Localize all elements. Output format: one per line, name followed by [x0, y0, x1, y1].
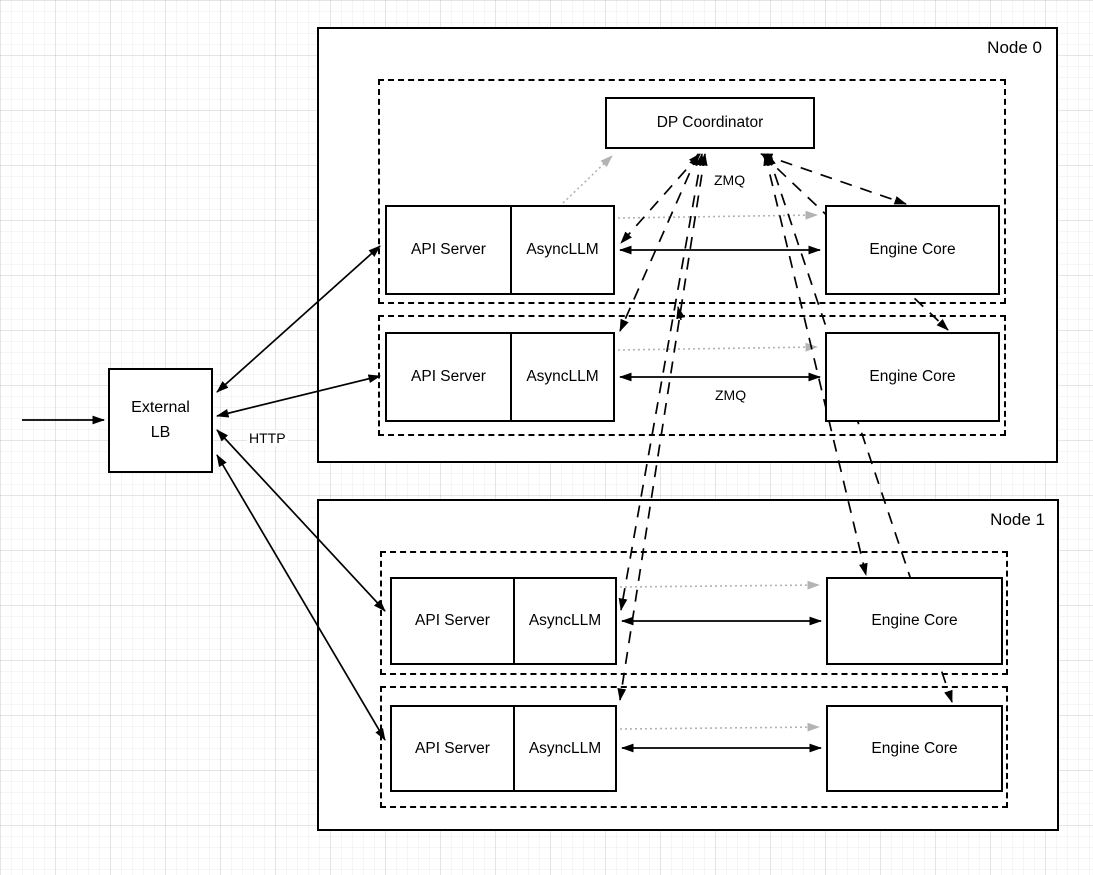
node1-label: Node 1 — [990, 510, 1045, 529]
http-label: HTTP — [247, 430, 288, 447]
node0-label: Node 0 — [987, 38, 1042, 57]
node1-row0-frontend-box: API Server AsyncLLM — [390, 577, 617, 665]
api-server-cell: API Server — [392, 579, 515, 663]
external-lb-label-line2: LB — [150, 423, 171, 441]
node1-row1-engine-core-box: Engine Core — [826, 705, 1003, 792]
node1-row0-engine-core-box: Engine Core — [826, 577, 1003, 665]
api-server-label: API Server — [415, 612, 490, 629]
api-server-label: API Server — [411, 241, 486, 258]
asyncllm-label: AsyncLLM — [528, 739, 602, 757]
node0-row1-frontend-box: API Server AsyncLLM — [385, 332, 615, 422]
node0-row0-frontend-box: API Server AsyncLLM — [385, 205, 615, 295]
api-server-cell: API Server — [387, 334, 512, 420]
api-server-cell: API Server — [392, 707, 515, 790]
asyncllm-label: AsyncLLM — [526, 368, 599, 385]
node0-row0-engine-core-box: Engine Core — [825, 205, 1000, 295]
external-lb-box: External LB — [108, 368, 213, 473]
node0-row1-engine-core-box: Engine Core — [825, 332, 1000, 422]
asyncllm-cell: AsyncLLM — [512, 207, 613, 293]
engine-core-label: Engine Core — [871, 612, 958, 629]
dp-coordinator-label: DP Coordinator — [656, 114, 764, 131]
asyncllm-label: AsyncLLM — [528, 612, 602, 629]
engine-core-label: Engine Core — [869, 368, 956, 385]
dp-coordinator-box: DP Coordinator — [605, 97, 815, 149]
asyncllm-cell: AsyncLLM — [512, 334, 613, 420]
zmq-label-engine: ZMQ — [713, 387, 749, 404]
asyncllm-cell: AsyncLLM — [515, 707, 615, 790]
engine-core-label: Engine Core — [869, 241, 956, 258]
external-lb-label-line1: External — [131, 398, 190, 416]
node1-row1-frontend-box: API Server AsyncLLM — [390, 705, 617, 792]
engine-core-label: Engine Core — [871, 739, 958, 757]
asyncllm-cell: AsyncLLM — [515, 579, 615, 663]
api-server-label: API Server — [411, 368, 486, 385]
zmq-label-coordinator: ZMQ — [712, 172, 748, 189]
api-server-cell: API Server — [387, 207, 512, 293]
api-server-label: API Server — [415, 739, 490, 757]
asyncllm-label: AsyncLLM — [526, 241, 599, 258]
